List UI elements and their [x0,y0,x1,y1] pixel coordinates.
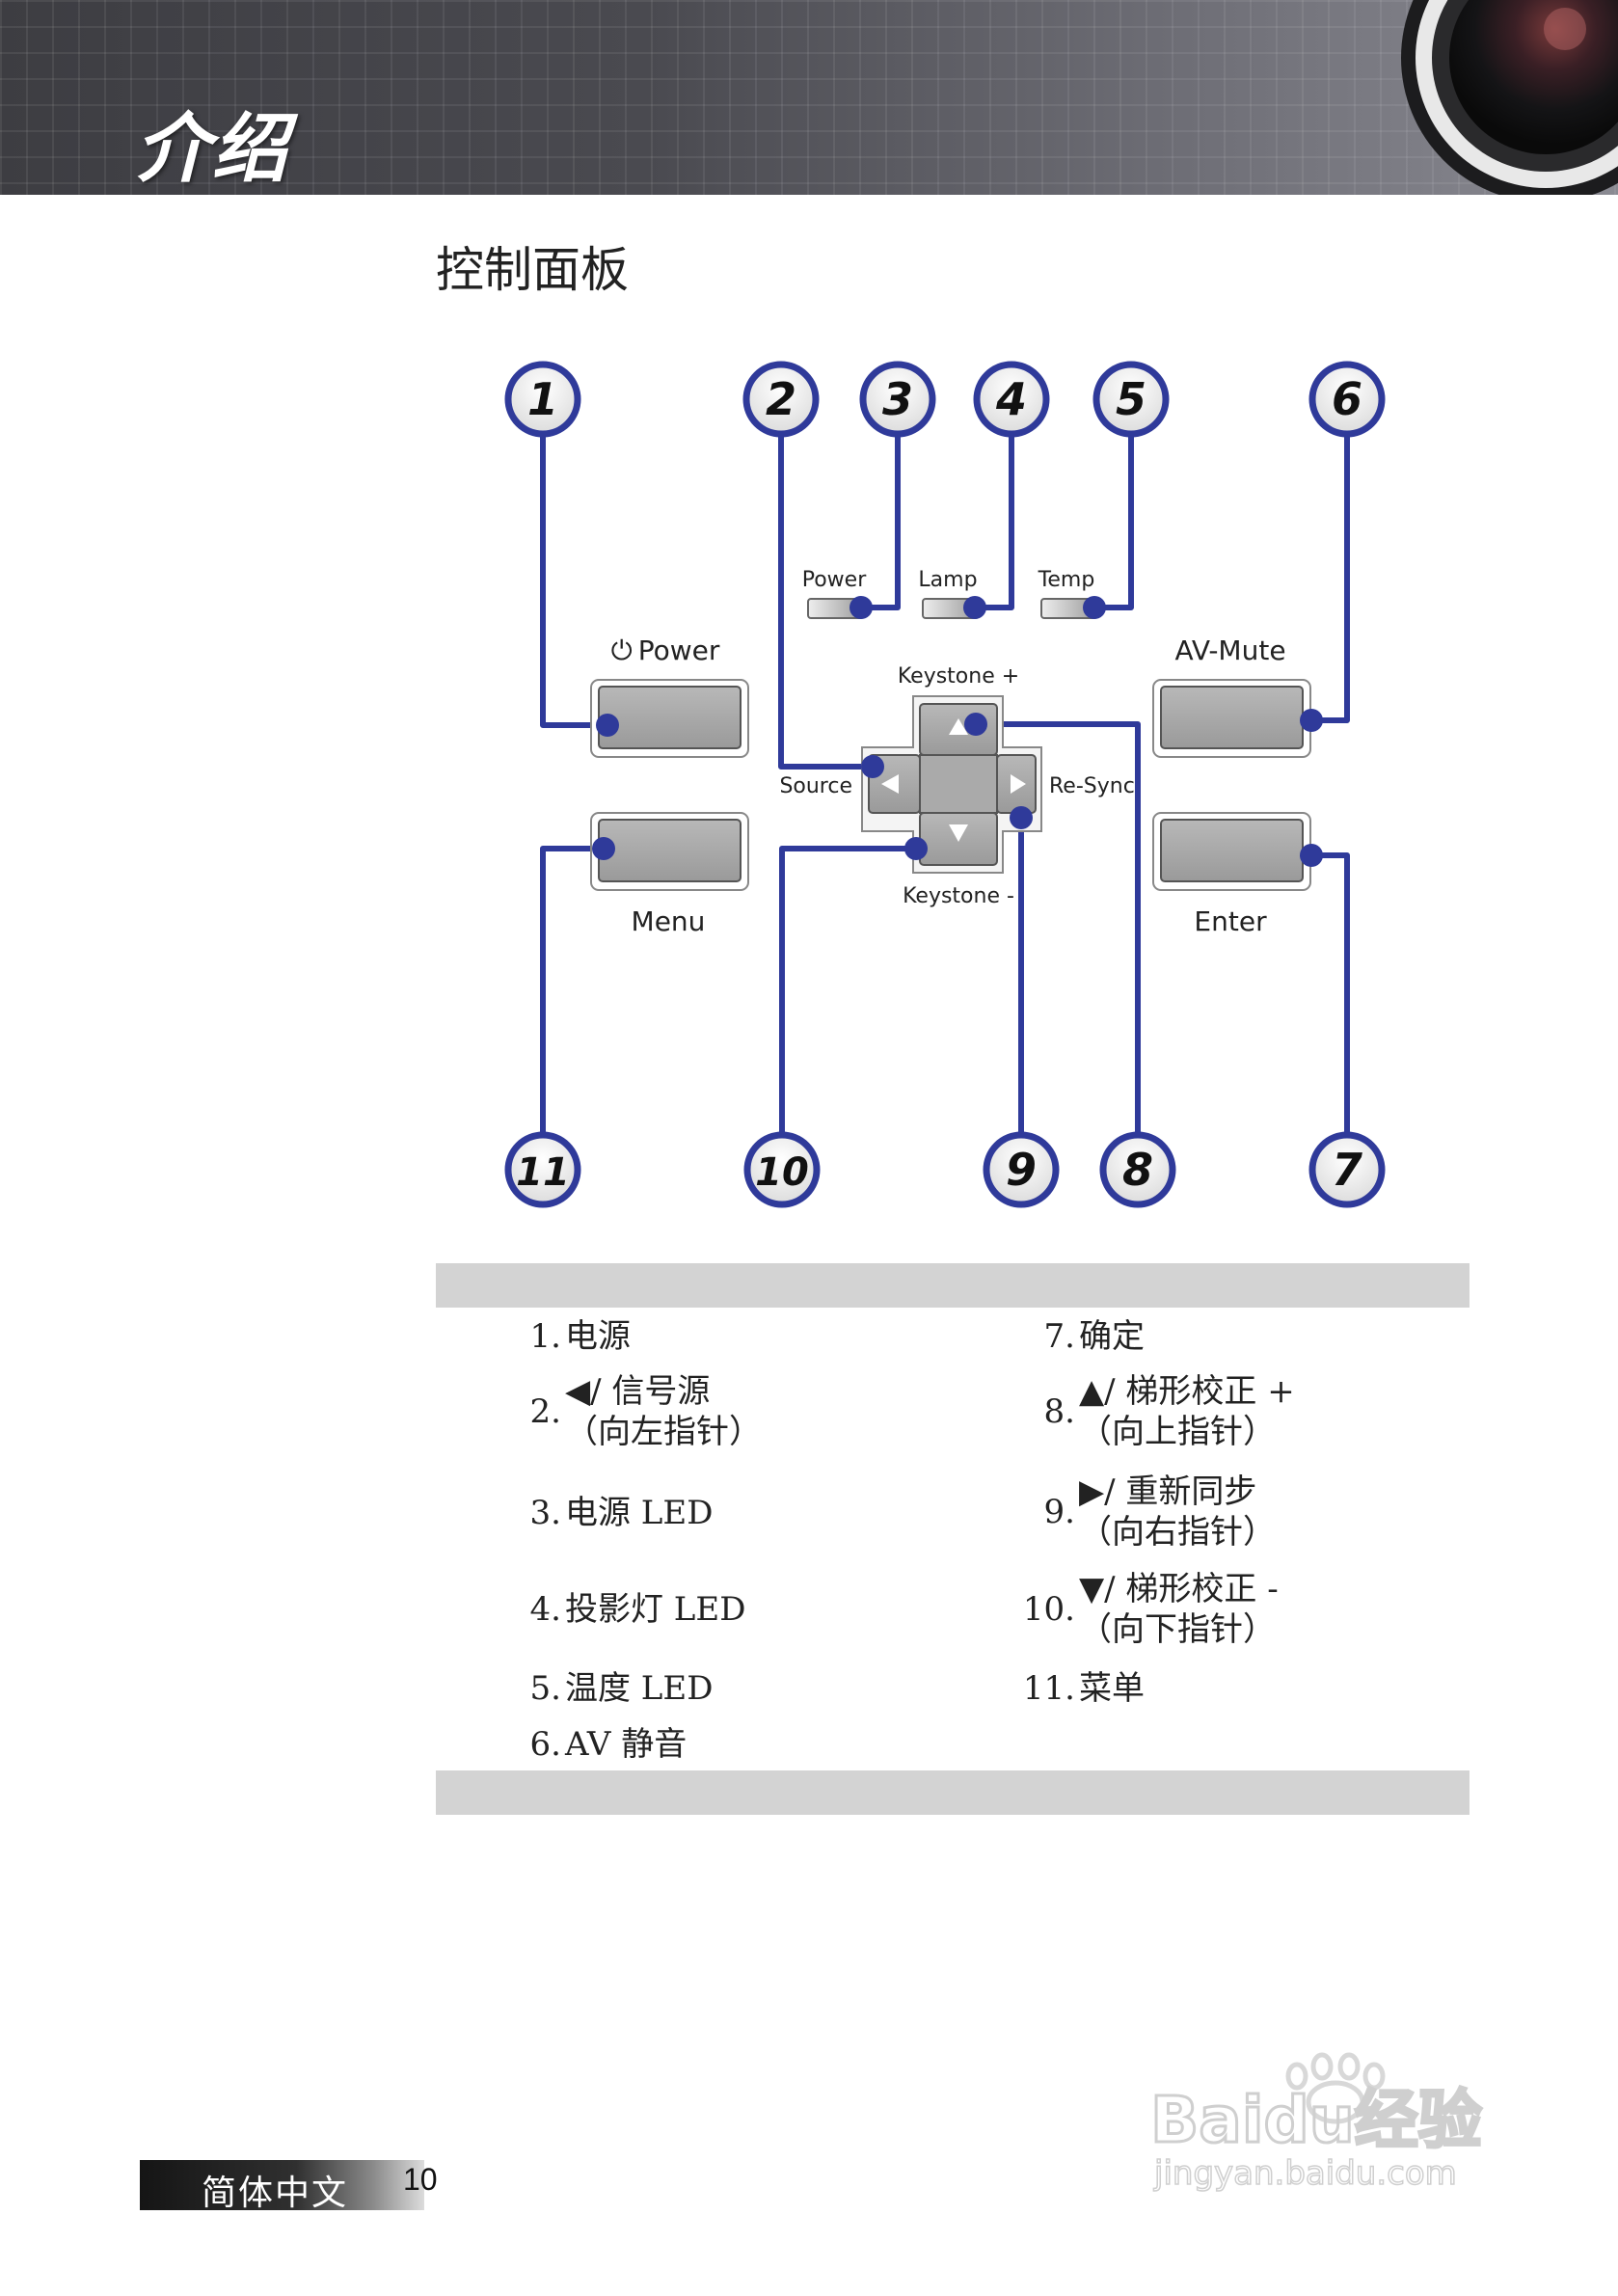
direction-pad: Keystone + Keystone - Source Re-Sync [779,664,1134,908]
callout-dots [592,596,1323,867]
callout-8: 8 [1099,1131,1176,1208]
power-symbol-icon: ⏻ [611,635,633,666]
callout-10: 10 [743,1131,821,1208]
svg-text:7: 7 [1332,1144,1362,1196]
legend-item-2: 2. ◀/ 信号源 （向左指针） [529,1372,762,1451]
legend-item-9: 9. ▶/ 重新同步 （向右指针） [1043,1472,1276,1552]
callout-lines [540,432,1350,1141]
av-mute-button[interactable] [1160,686,1304,749]
legend-item-8: 8. ▲/ 梯形校正 + （向上指针） [1043,1372,1295,1451]
legend-item-3: 3. 电源 LED [529,1494,714,1532]
header-grid-pattern [0,0,1618,195]
svg-text:8: 8 [1122,1144,1153,1196]
footer-language: 简体中文 [202,2174,349,2213]
callout-5: 5 [1092,361,1170,438]
watermark-brand: Baidu经验 [1150,2083,1482,2157]
power-button[interactable] [598,686,742,749]
av-mute-label: AV-Mute [1174,635,1285,666]
callout-3: 3 [859,361,936,438]
callout-7: 7 [1308,1131,1386,1208]
svg-text:11: 11 [516,1150,570,1195]
enter-label: Enter [1194,905,1267,937]
callout-9: 9 [983,1131,1060,1208]
menu-label: Menu [632,905,706,937]
right-arrow-icon [1011,774,1026,794]
legend-item-10: 10. ▼/ 梯形校正 - （向下指针） [1022,1570,1279,1649]
footer-language-tab: 简体中文 [140,2160,424,2213]
panel-buttons: ⏻Power AV-Mute Menu Enter [590,635,1311,937]
svg-text:4: 4 [995,373,1027,425]
callout-4: 4 [973,361,1050,438]
legend-top-bar [436,1263,1470,1308]
callout-1: 1 [504,361,581,438]
up-arrow-icon [949,718,968,735]
watermark-url: jingyan.baidu.com [1153,2154,1457,2193]
legend-item-4: 4. 投影灯 LED [529,1590,746,1629]
power-led-label: Power [802,568,867,592]
legend-item-1: 1. 电源 [529,1317,631,1356]
legend-item-7: 7. 确定 [1043,1317,1145,1356]
temp-led-label: Temp [1038,568,1095,592]
legend-item-11: 11. 菜单 [1022,1669,1145,1708]
page-number: 10 [403,2162,438,2197]
legend-bottom-bar [436,1770,1470,1815]
left-arrow-icon [881,774,899,794]
callout-2: 2 [742,361,820,438]
led-indicators: Power Lamp Temp [802,568,1098,619]
chapter-header: 介绍 [0,0,1618,195]
enter-button[interactable] [1160,819,1304,882]
svg-text:2: 2 [766,373,796,425]
svg-text:9: 9 [1006,1144,1037,1196]
svg-text:5: 5 [1116,373,1146,425]
menu-button[interactable] [598,819,742,882]
callout-circles: 1 2 3 4 5 6 7 8 [504,361,1386,1208]
dpad-center [919,754,998,814]
legend-item-6: 6. AV 静音 [529,1725,688,1764]
baidu-watermark: Baidu经验 jingyan.baidu.com [1149,2052,1483,2194]
chapter-title: 介绍 [135,106,290,193]
down-arrow-icon [949,824,968,842]
source-label: Source [779,774,852,798]
paw-icon [1285,2052,1386,2124]
svg-text:3: 3 [882,373,913,425]
svg-text:1: 1 [527,373,558,425]
keystone-plus-label: Keystone + [898,664,1019,689]
resync-label: Re-Sync [1049,774,1135,798]
svg-text:10: 10 [755,1150,809,1195]
projector-lens-image [1401,0,1618,195]
callout-11: 11 [504,1131,581,1208]
keystone-minus-label: Keystone - [903,884,1014,908]
svg-text:6: 6 [1332,373,1362,425]
section-title: 控制面板 [436,242,629,298]
control-panel-diagram: Power Lamp Temp ⏻Power AV-Mute Menu Ente… [504,361,1386,1208]
legend-item-5: 5. 温度 LED [529,1669,714,1708]
callout-6: 6 [1308,361,1386,438]
lamp-led-label: Lamp [918,568,977,592]
power-button-label: ⏻Power [611,635,720,666]
